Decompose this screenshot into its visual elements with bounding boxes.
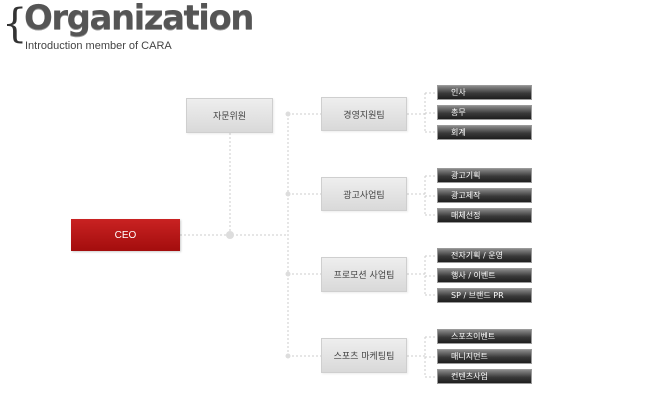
unit-box: 컨텐츠사업	[437, 369, 532, 384]
unit-box: 인사	[437, 85, 532, 100]
unit-box: 회계	[437, 125, 532, 140]
unit-box: 광고기획	[437, 168, 532, 183]
page-subtitle: Introduction member of CARA	[25, 40, 172, 52]
page-title: Organization	[24, 0, 255, 38]
unit-box: SP / 브랜드 PR	[437, 288, 532, 303]
team-box-sports-marketing: 스포츠 마케팅팀	[321, 338, 407, 373]
unit-box: 전자기획 / 운영	[437, 248, 532, 263]
unit-box: 광고제작	[437, 188, 532, 203]
team-box-promotion: 프로모션 사업팀	[321, 257, 407, 292]
team-label: 프로모션 사업팀	[333, 271, 395, 281]
ceo-box: CEO	[71, 219, 180, 251]
advisory-label: 자문위원	[212, 112, 247, 122]
advisory-box: 자문위원	[186, 98, 273, 133]
team-label: 경영지원팀	[343, 110, 385, 121]
header-brace: {	[2, 1, 28, 47]
team-label: 광고사업팀	[343, 190, 385, 201]
unit-box: 행사 / 이벤트	[437, 268, 532, 283]
ceo-label: CEO	[114, 229, 137, 241]
unit-box: 매니지먼트	[437, 349, 532, 364]
unit-box: 매체선정	[437, 208, 532, 223]
team-label: 스포츠 마케팅팀	[333, 352, 395, 362]
team-box-advertising: 광고사업팀	[321, 177, 407, 211]
unit-box: 스포츠이벤트	[437, 329, 532, 344]
team-box-management-support: 경영지원팀	[321, 97, 407, 131]
unit-box: 총무	[437, 105, 532, 120]
